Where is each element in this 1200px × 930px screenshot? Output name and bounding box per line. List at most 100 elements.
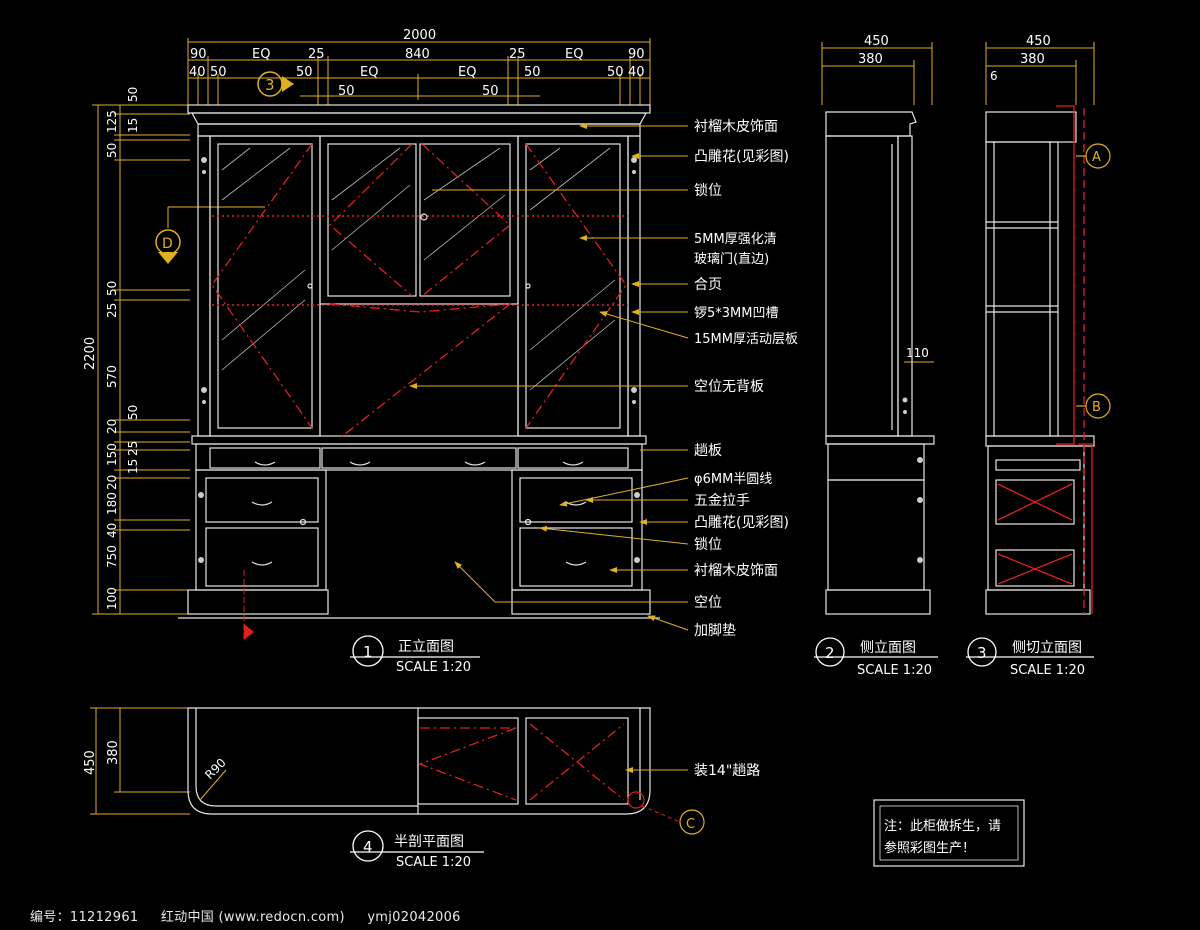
section-mark-3: 3: [257, 71, 294, 97]
svg-text:750: 750: [105, 545, 119, 568]
dim-label: EQ: [252, 47, 270, 62]
dim-label: 840: [405, 47, 430, 62]
footer-author: ymj02042006: [367, 910, 461, 925]
svg-text:20: 20: [105, 419, 119, 434]
callout-label: 15MM厚活动层板: [694, 332, 798, 347]
note-line-2: 参照彩图生产！: [884, 840, 975, 856]
glass-hatching: [221, 147, 616, 391]
dim-label: 90: [190, 47, 207, 62]
svg-text:150: 150: [105, 443, 119, 466]
svg-text:25: 25: [126, 441, 140, 456]
svg-text:25: 25: [105, 303, 119, 318]
callout-label: 加脚垫: [694, 623, 736, 639]
side-elevation: 450 380 110 2 侧立面图 SCALE 1:20: [814, 34, 938, 678]
svg-text:4: 4: [363, 838, 373, 856]
svg-text:3: 3: [977, 644, 987, 662]
callout-label: 锁位: [694, 183, 722, 199]
footer-site: 红动中国 (www.redocn.com): [160, 910, 345, 925]
dim-inner-depth: 380: [858, 52, 883, 67]
svg-text:50: 50: [105, 281, 119, 296]
dim-label: EQ: [360, 65, 378, 80]
svg-text:2: 2: [825, 644, 835, 662]
front-top-dimensions: [187, 38, 651, 105]
callout-label: 凸雕花(见彩图): [694, 515, 789, 531]
svg-text:D: D: [162, 236, 173, 252]
callout-label: 空位无背板: [694, 379, 764, 395]
drawing-scale: SCALE 1:20: [396, 660, 471, 675]
note-box: 注：此柜做拆生，请 参照彩图生产！: [873, 799, 1025, 867]
drawer-handles: [251, 213, 587, 566]
drawing-title: 半剖平面图: [394, 834, 464, 850]
callout-label: 衬榴木皮饰面: [694, 119, 778, 135]
dim-label: 40: [189, 65, 206, 80]
dim-label: 25: [308, 47, 325, 62]
callout-label: 锁位: [694, 537, 722, 553]
detail-marker-a: A: [1092, 150, 1101, 165]
front-elevation-title: 1 正立面图 SCALE 1:20: [350, 635, 480, 675]
dim-total-height: 2200: [83, 337, 98, 370]
callout-label: 锣5*3MM凹槽: [694, 306, 778, 321]
section-cut-arrow: [244, 624, 254, 640]
callout-label: 衬榴木皮饰面: [694, 563, 778, 579]
side-section-title: 3 侧切立面图 SCALE 1:20: [966, 637, 1094, 678]
door-swing-lines: [211, 143, 627, 439]
plan-title: 4 半剖平面图 SCALE 1:20: [350, 830, 484, 870]
front-left-dimensions: [92, 104, 190, 615]
dim-depth: 450: [864, 34, 889, 49]
drawing-scale: SCALE 1:20: [1010, 663, 1085, 678]
dim-label: 6: [990, 69, 998, 83]
drawing-scale: SCALE 1:20: [396, 855, 471, 870]
svg-text:50: 50: [126, 405, 140, 420]
callout-label: 合页: [694, 277, 722, 293]
callout-label: 趟板: [694, 443, 722, 459]
svg-text:570: 570: [105, 365, 119, 388]
callout-label: φ6MM半圆线: [694, 472, 772, 487]
dim-label: 90: [628, 47, 645, 62]
note-line-1: 注：此柜做拆生，请: [884, 819, 1001, 834]
watermark-footer: 编号：11212961 红动中国 (www.redocn.com) ymj020…: [30, 906, 479, 925]
dim-depth: 450: [1026, 34, 1051, 49]
dim-label: 50: [210, 65, 227, 80]
callout-label: 五金拉手: [694, 493, 750, 509]
dim-label: EQ: [458, 65, 476, 80]
callout-label: 5MM厚强化清: [694, 232, 777, 247]
svg-text:100: 100: [105, 587, 119, 610]
drawing-title: 正立面图: [398, 639, 454, 655]
drawing-title: 侧切立面图: [1012, 640, 1082, 656]
callout-label: 玻璃门(直边): [694, 252, 769, 267]
front-top-dim-labels: 2000 90 EQ 25 840 25 EQ 90 40 50 50 EQ E…: [189, 28, 645, 99]
svg-text:20: 20: [105, 475, 119, 490]
side-elevation-title: 2 侧立面图 SCALE 1:20: [814, 637, 938, 678]
groove-lines: [212, 215, 628, 306]
svg-text:50: 50: [105, 143, 119, 158]
detail-marker-b: B: [1092, 400, 1101, 415]
svg-text:15: 15: [126, 459, 140, 474]
dim-inner-depth: 380: [1020, 52, 1045, 67]
dim-label: 110: [906, 346, 929, 360]
callout-label: 装14"趟路: [694, 763, 760, 779]
front-elevation: 2000 90 EQ 25 840 25 EQ 90 40 50 50 EQ E…: [83, 28, 798, 675]
svg-text:40: 40: [105, 523, 119, 538]
dim-total-width: 2000: [403, 28, 436, 43]
svg-text:3: 3: [265, 76, 275, 94]
section-mark-d: D: [155, 206, 265, 264]
callout-label: 空位: [694, 595, 722, 611]
dim-inner-depth: 380: [106, 740, 121, 765]
svg-text:15: 15: [126, 118, 140, 133]
dim-label: EQ: [565, 47, 583, 62]
svg-text:1: 1: [363, 643, 373, 661]
footer-id: 编号：11212961: [30, 910, 139, 925]
side-section: 450 380 6: [966, 34, 1111, 678]
dim-label: 50: [524, 65, 541, 80]
drawing-scale: SCALE 1:20: [857, 663, 932, 678]
svg-text:125: 125: [105, 110, 119, 133]
dim-label: 50: [296, 65, 313, 80]
drawing-title: 侧立面图: [860, 640, 916, 656]
dim-label: 50: [338, 84, 355, 99]
detail-marker-c: C: [686, 817, 695, 832]
callout-label: 凸雕花(见彩图): [694, 149, 789, 165]
radius-label: R90: [202, 756, 229, 783]
dim-label: 40: [628, 65, 645, 80]
svg-text:180: 180: [105, 492, 119, 515]
dim-label: 25: [509, 47, 526, 62]
